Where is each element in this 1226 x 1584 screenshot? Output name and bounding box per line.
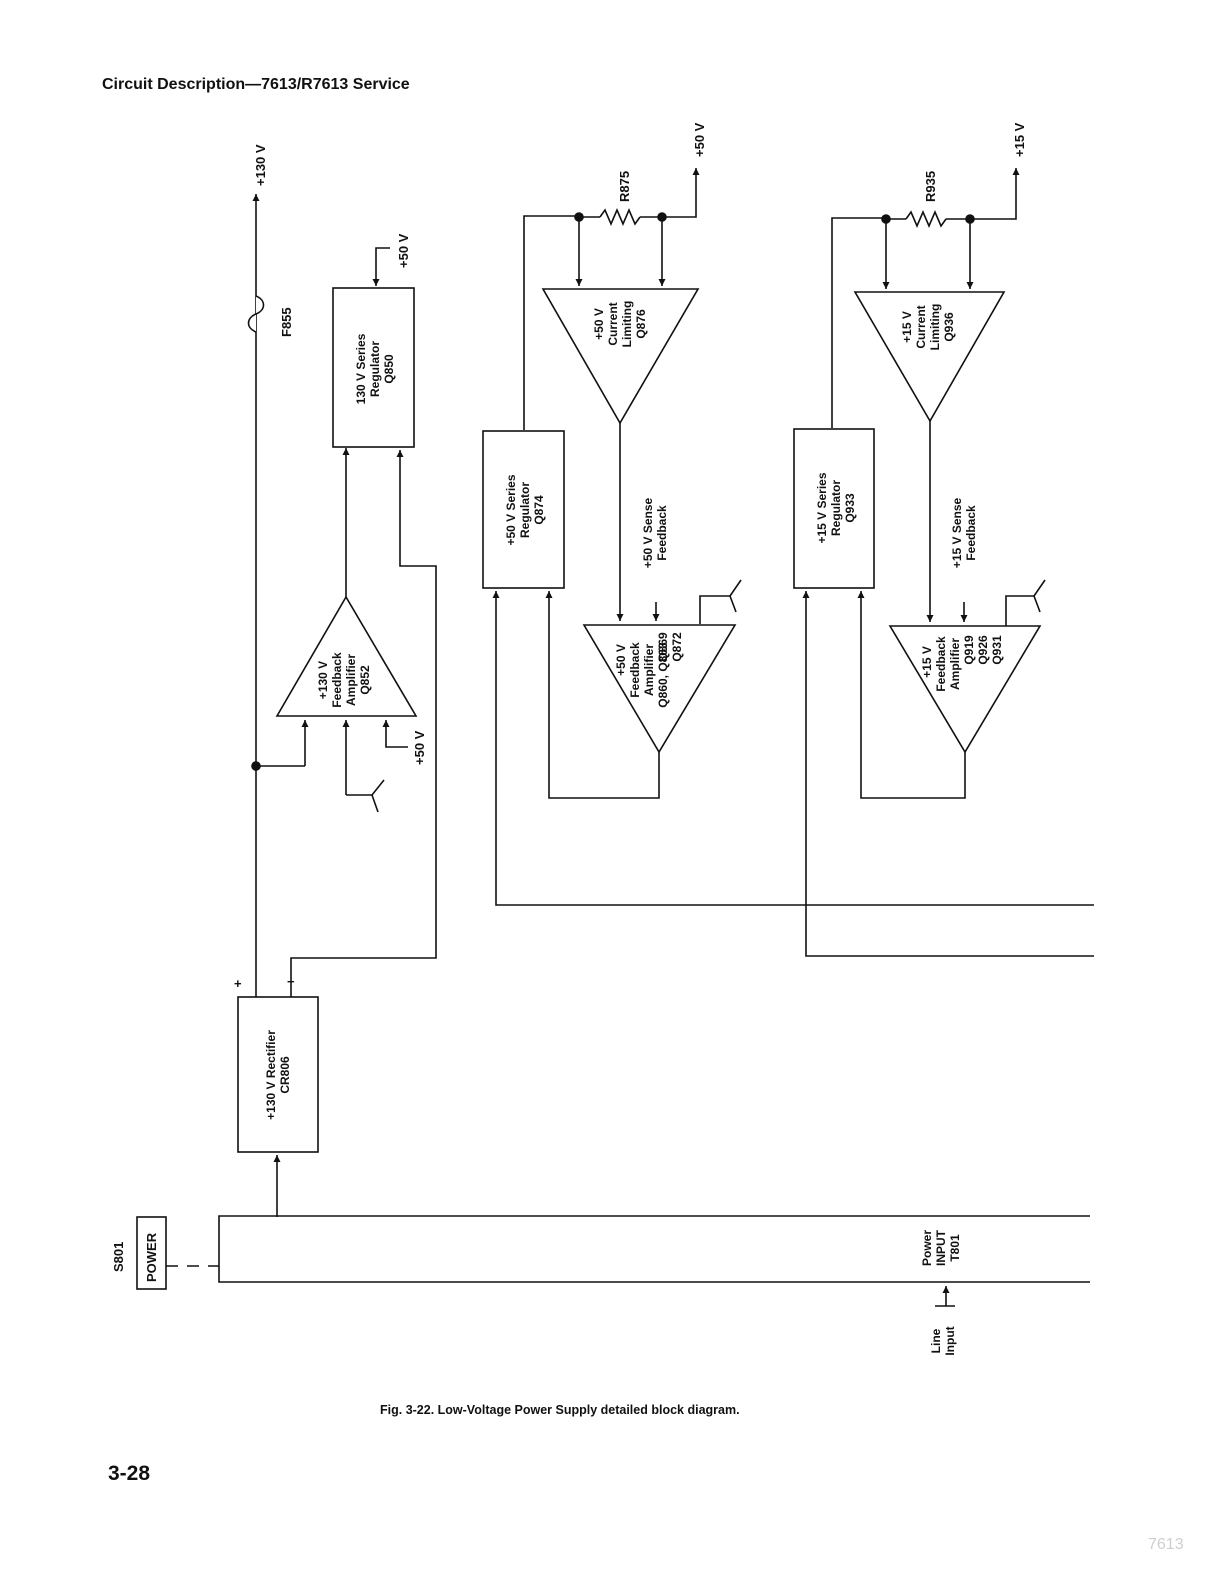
label-r875: R875 — [617, 171, 632, 202]
label-rect-line2: CR806 — [278, 1056, 292, 1094]
label-amp50-line5: Q869 — [656, 632, 670, 662]
label-amp15-line6: Q931 — [990, 635, 1004, 665]
regulator-130v-box — [332, 287, 415, 448]
wire-amp15-to-reg15 — [857, 591, 966, 799]
wire-ground-amp15 — [1005, 595, 1034, 626]
label-power-switch: POWER — [144, 1232, 159, 1282]
label-reg15-line3: Q933 — [843, 493, 857, 523]
label-reg15-line2: Regulator — [829, 480, 843, 536]
label-limit50-line1: +50 V — [592, 308, 606, 340]
label-switch-id: S801 — [111, 1242, 126, 1272]
label-rect-minus: − — [287, 974, 295, 989]
label-t801-line3: T801 — [948, 1234, 962, 1262]
label-amp50-line3: Amplifier — [642, 644, 656, 696]
label-reg130-line2: Regulator — [368, 341, 382, 397]
wire-50v-output — [662, 168, 700, 218]
rectifier-box — [237, 996, 319, 1153]
wire-amp50-to-reg50 — [545, 591, 660, 799]
wire-reg50-to-r875 — [523, 215, 579, 430]
label-amp50-line2: Feedback — [628, 642, 642, 698]
power-input-transformer-outline — [218, 1215, 1090, 1283]
label-rect-plus: + — [234, 976, 242, 991]
wire-50v-to-amp130 — [382, 720, 408, 748]
current-limit-15v-triangle — [853, 291, 1006, 423]
label-amp50-line6: Q872 — [670, 632, 684, 662]
label-reg50-line3: Q874 — [532, 495, 546, 525]
label-sense50-line1: +50 V Sense — [641, 497, 655, 568]
page-header: Circuit Description—7613/R7613 Service — [102, 76, 410, 93]
resistor-r875-symbol — [599, 207, 641, 227]
label-50v-output: +50 V — [692, 122, 707, 157]
fuse-f855-symbol — [247, 295, 265, 333]
label-rect-line1: +130 V Rectifier — [264, 1030, 278, 1120]
label-sense15-line1: +15 V Sense — [950, 497, 964, 568]
regulator-15v-box — [793, 428, 875, 589]
label-amp15-line4: Q919 — [962, 635, 976, 665]
label-limit50-line2: Current — [606, 302, 620, 345]
label-limit15-line2: Current — [914, 305, 928, 348]
watermark: 7613 — [1148, 1536, 1184, 1553]
label-amp50-line1: +50 V — [614, 644, 628, 676]
resistor-r935-symbol — [905, 209, 947, 229]
wire-50v-to-reg130 — [372, 247, 390, 286]
label-reg130-line1: 130 V Series — [354, 333, 368, 404]
label-sense50-line2: Feedback — [655, 505, 669, 561]
label-amp50-line4: Q860, Q863 — [656, 642, 670, 708]
label-reg50-line1: +50 V Series — [504, 474, 518, 545]
amp-50v-feedback-triangle — [582, 624, 737, 754]
label-line-input-line1: Line — [929, 1328, 943, 1353]
label-amp130-line4: Q852 — [358, 665, 372, 695]
label-fuse-f855: F855 — [279, 307, 294, 337]
figure-caption: Fig. 3-22. Low-Voltage Power Supply deta… — [380, 1403, 740, 1417]
label-limit15-line1: +15 V — [900, 311, 914, 343]
label-sense15-line2: Feedback — [964, 505, 978, 561]
power-switch-box[interactable] — [136, 1216, 167, 1290]
label-reg130-input: +50 V — [396, 233, 411, 268]
wire-t801-to-reg50 — [492, 591, 1094, 906]
label-line-input-line2: Input — [943, 1326, 957, 1355]
wire-rect-minus-to-reg130 — [290, 450, 437, 997]
page-number: 3-28 — [108, 1462, 151, 1485]
label-15v-output: +15 V — [1012, 122, 1027, 157]
label-reg50-line2: Regulator — [518, 482, 532, 538]
amp-130v-feedback-triangle — [275, 595, 418, 717]
label-amp130-line2: Feedback — [330, 652, 344, 708]
wire-t801-to-reg15 — [802, 591, 1094, 957]
current-limit-50v-triangle — [541, 288, 700, 425]
label-r935: R935 — [923, 171, 938, 202]
label-amp130-line3: Amplifier — [344, 654, 358, 706]
label-limit15-line3: Limiting — [928, 304, 942, 351]
wire-ground-amp50 — [699, 595, 730, 624]
label-limit50-line3: Limiting — [620, 301, 634, 348]
label-130v-output: +130 V — [253, 144, 268, 186]
label-amp15-line5: Q926 — [976, 635, 990, 665]
label-reg130-line3: Q850 — [382, 354, 396, 384]
label-t801-line2: INPUT — [934, 1229, 948, 1266]
label-amp130-line1: +130 V — [316, 661, 330, 699]
label-amp15-line3: Amplifier — [948, 638, 962, 690]
amp-15v-feedback-triangle — [888, 625, 1042, 754]
label-amp15-line1: +15 V — [920, 646, 934, 678]
label-limit15-line4: Q936 — [942, 312, 956, 342]
wire-15v-output — [970, 168, 1020, 220]
label-reg15-line1: +15 V Series — [815, 472, 829, 543]
label-t801-line1: Power — [920, 1230, 934, 1266]
label-amp15-line2: Feedback — [934, 636, 948, 692]
label-amp130-input: +50 V — [412, 730, 427, 765]
label-limit50-line4: Q876 — [634, 309, 648, 339]
regulator-50v-box — [482, 430, 565, 589]
wire-reg15-to-r935 — [831, 217, 886, 428]
